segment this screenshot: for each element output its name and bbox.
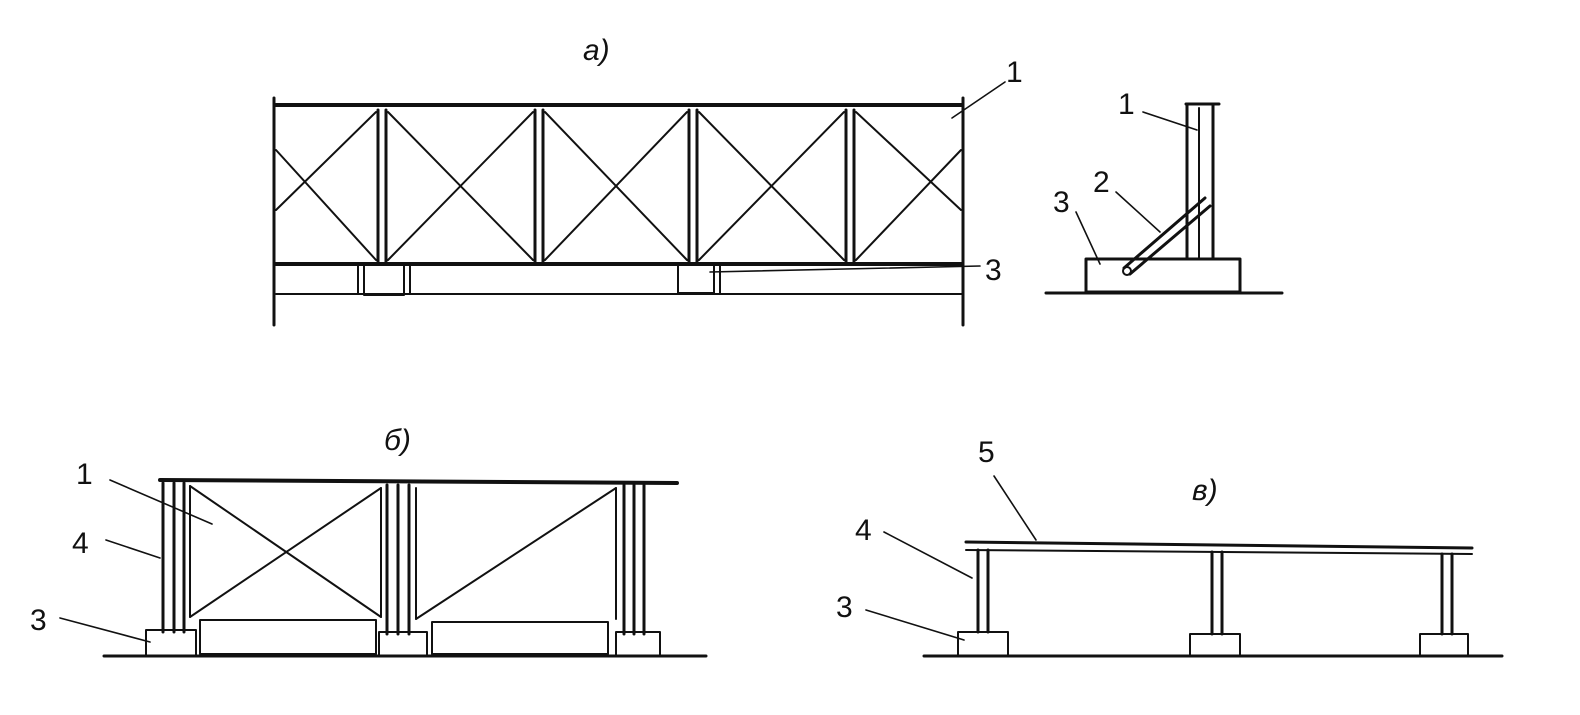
callout-b-block: 3 bbox=[30, 604, 47, 637]
view-v-leader-4 bbox=[883, 531, 973, 579]
callout-a-side-block: 3 bbox=[1053, 186, 1070, 219]
caption-b: б) bbox=[384, 424, 411, 457]
view-b-leader-4 bbox=[105, 539, 161, 559]
side-strut bbox=[1122, 196, 1207, 270]
callout-v-post: 4 bbox=[855, 514, 872, 547]
view-v-leader-5 bbox=[993, 475, 1037, 541]
callout-b-post: 4 bbox=[72, 527, 89, 560]
view-a-elevation: а) 1 3 bbox=[272, 34, 1023, 327]
view-v-beam-bottom bbox=[965, 549, 1473, 555]
side-leader-1 bbox=[1142, 111, 1198, 131]
callout-v-block: 3 bbox=[836, 591, 853, 624]
side-leader-2 bbox=[1115, 191, 1161, 233]
callout-a-foundation: 3 bbox=[985, 254, 1002, 287]
view-v-posts bbox=[976, 548, 1454, 636]
view-a-side-section: 1 2 3 bbox=[1044, 88, 1284, 295]
caption-v: в) bbox=[1192, 474, 1218, 507]
callout-a-side-strut: 2 bbox=[1093, 166, 1110, 199]
caption-a: а) bbox=[583, 34, 610, 67]
view-b-posts bbox=[161, 481, 646, 636]
view-a-leader-1 bbox=[951, 81, 1006, 119]
view-b-panels bbox=[189, 485, 617, 620]
view-v-blocks bbox=[957, 631, 1469, 657]
view-b-elevation: б) 1 4 3 bbox=[30, 424, 708, 658]
view-b-foundation bbox=[145, 619, 661, 657]
view-a-foundation-blocks bbox=[357, 263, 721, 296]
view-a-posts bbox=[376, 108, 856, 264]
view-v-beam-top bbox=[964, 540, 1474, 550]
view-a-bracing bbox=[275, 111, 962, 261]
callout-a-panel: 1 bbox=[1006, 56, 1023, 89]
side-leader-3 bbox=[1075, 211, 1101, 265]
view-v-elevation: в) 5 4 3 bbox=[836, 436, 1504, 658]
view-b-top-rail bbox=[158, 478, 679, 485]
side-foundation-block bbox=[1084, 257, 1242, 294]
callout-v-beam: 5 bbox=[978, 436, 995, 469]
callout-b-panel: 1 bbox=[76, 458, 93, 491]
view-b-leader-1 bbox=[109, 479, 213, 525]
view-b-leader-3 bbox=[59, 617, 151, 643]
callout-a-side-panel: 1 bbox=[1118, 88, 1135, 121]
view-a-leader-3 bbox=[709, 265, 981, 273]
view-v-leader-3 bbox=[865, 609, 965, 641]
